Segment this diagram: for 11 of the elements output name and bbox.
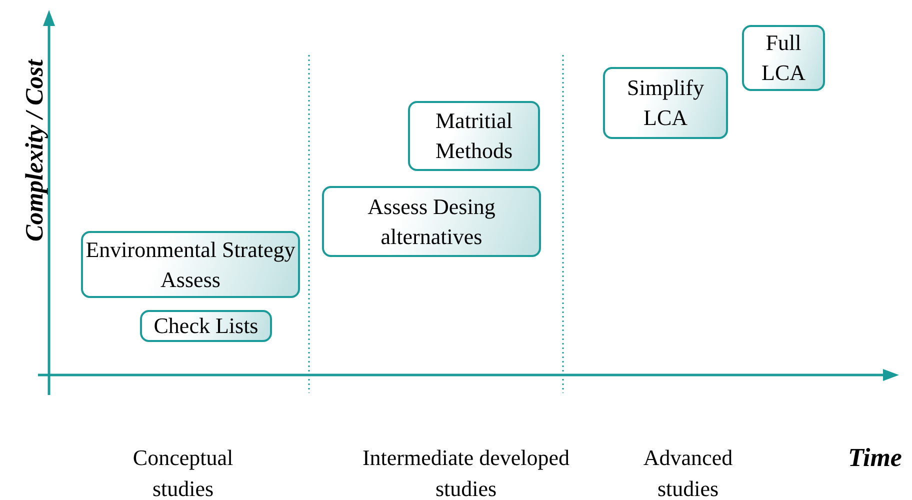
phase-label: Advanced studies xyxy=(642,444,734,500)
y-axis-title: Complexity / Cost xyxy=(20,58,50,244)
method-box: Simplify LCA xyxy=(603,67,728,139)
phase-label: Intermediate developed studies xyxy=(361,444,571,500)
method-box: Environmental Strategy Assess xyxy=(81,231,300,298)
method-box: Full LCA xyxy=(742,25,825,91)
method-box: Matritial Methods xyxy=(408,101,540,171)
method-box: Assess Desing alternatives xyxy=(322,186,541,257)
x-axis-title: Time xyxy=(847,442,903,473)
method-box: Check Lists xyxy=(140,310,272,342)
phase-label: Conceptual studies xyxy=(132,444,234,500)
